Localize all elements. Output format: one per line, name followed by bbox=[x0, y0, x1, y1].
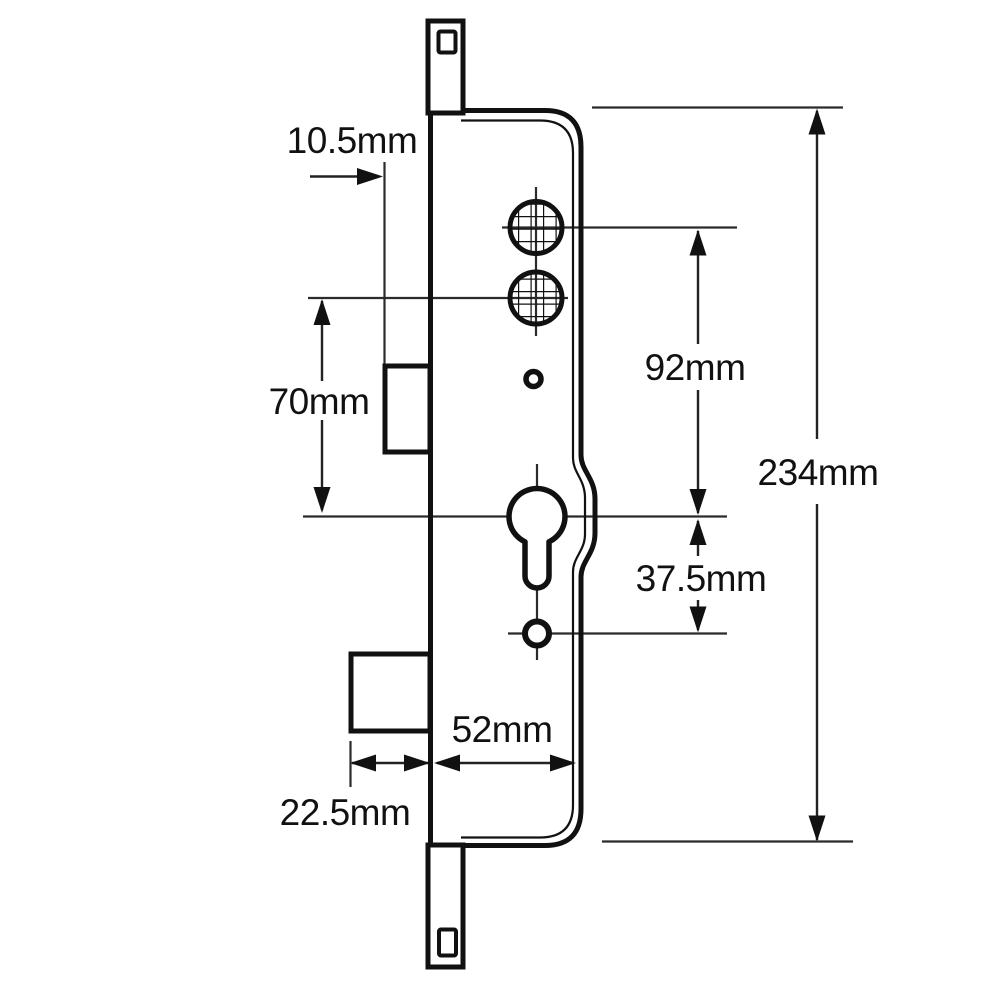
dim-37-5-arrow-up bbox=[689, 519, 707, 545]
dim-37-5-label: 37.5mm bbox=[636, 558, 767, 599]
upper-bolt-protrusion bbox=[382, 363, 433, 455]
dim-22-5-label: 22.5mm bbox=[280, 792, 411, 833]
dim-234-arrow-down bbox=[808, 815, 826, 842]
lock-case-outline bbox=[461, 108, 598, 848]
dim-92-label: 92mm bbox=[645, 347, 746, 388]
faceplate-top-tab bbox=[425, 18, 466, 116]
dim-10-5-arrow-right bbox=[357, 168, 383, 185]
fixing-hole bbox=[522, 618, 552, 649]
dim-234-label: 234mm bbox=[758, 452, 879, 493]
dim-70-arrow-up bbox=[313, 299, 331, 325]
dim-52-arrow-right bbox=[550, 754, 576, 772]
dim-22-5-arrow-right bbox=[404, 754, 430, 772]
dim-52-label: 52mm bbox=[452, 709, 553, 750]
dim-37-5-arrow-down bbox=[689, 606, 707, 633]
dim-52-arrow-left bbox=[434, 754, 460, 772]
lower-bolt-protrusion bbox=[348, 651, 433, 734]
lower-spindle-hole bbox=[507, 269, 565, 327]
dim-22-5-arrow-left bbox=[350, 754, 376, 772]
bottom-screw-slot bbox=[437, 927, 458, 958]
dim-92-arrow-down bbox=[689, 489, 707, 515]
pin-hole bbox=[523, 368, 544, 390]
upper-spindle-hole bbox=[507, 199, 565, 256]
dim-70-label: 70mm bbox=[269, 381, 370, 422]
dim-92-arrow-up bbox=[689, 229, 707, 256]
dim-10-5-label: 10.5mm bbox=[287, 120, 418, 161]
top-screw-slot bbox=[436, 29, 458, 55]
dim-70-arrow-down bbox=[313, 487, 331, 513]
dimension-arrowheads bbox=[313, 108, 826, 842]
dim-234-arrow-up bbox=[808, 108, 826, 135]
euro-cylinder-cutout bbox=[506, 485, 568, 591]
lock-case-inner-line bbox=[461, 119, 587, 839]
